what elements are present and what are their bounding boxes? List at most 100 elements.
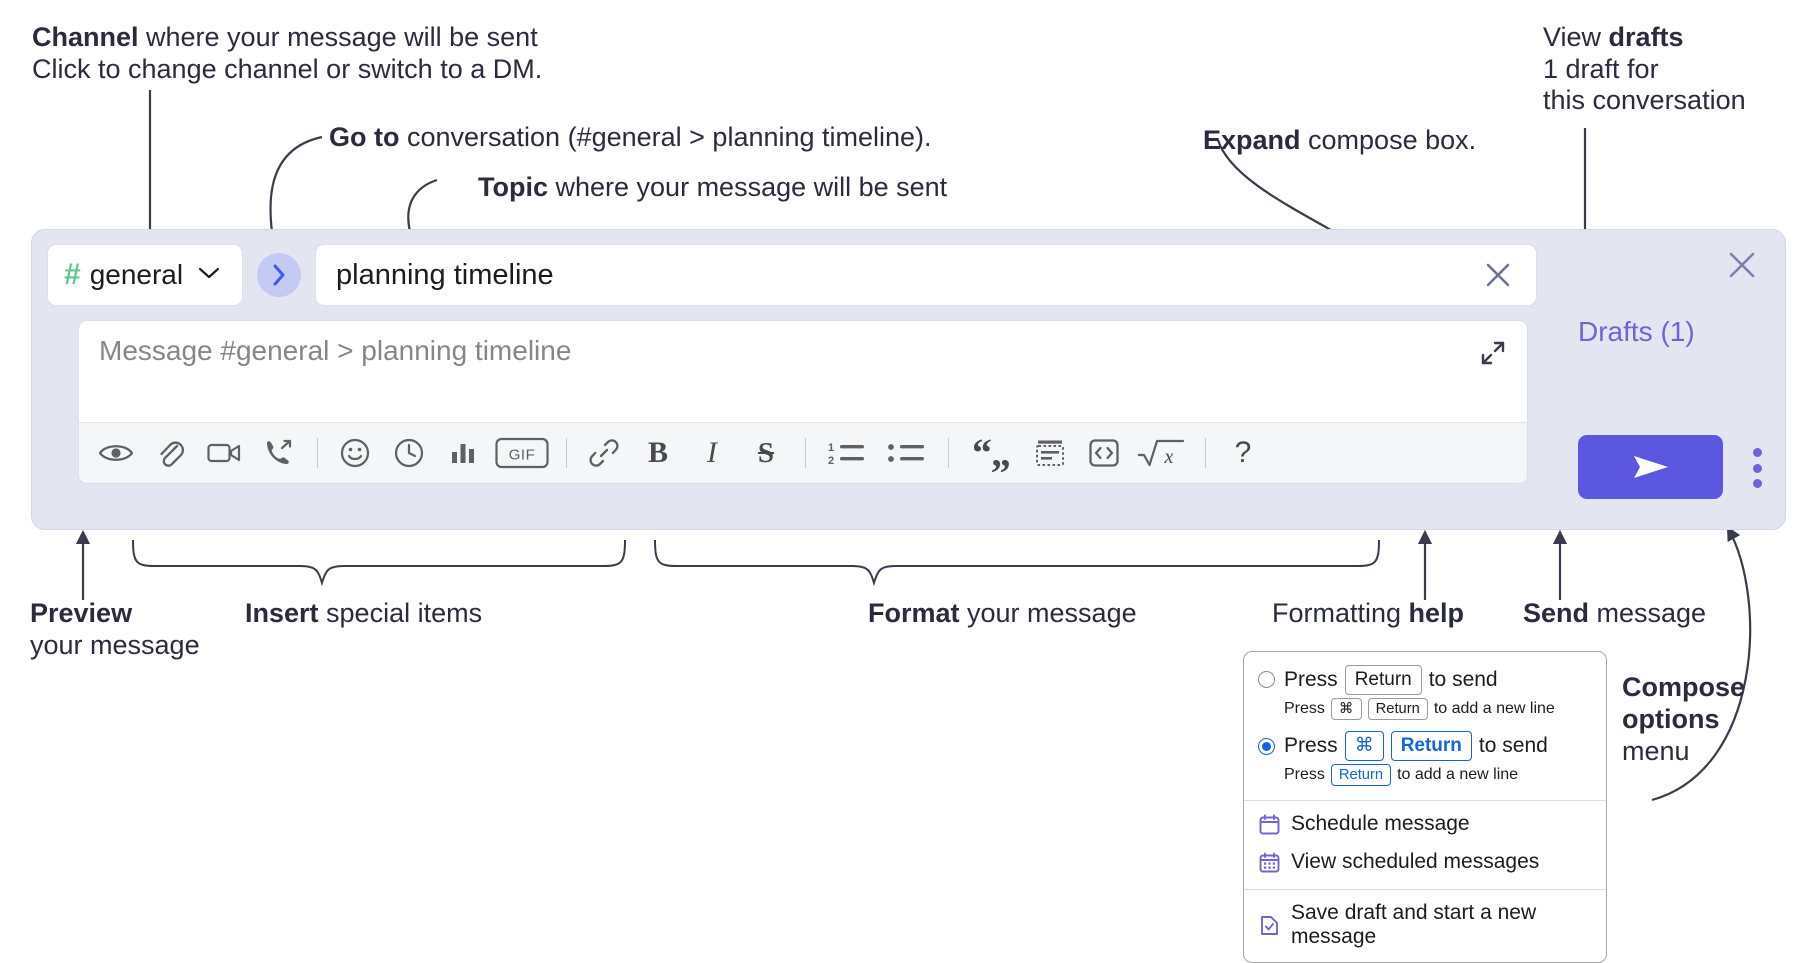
help-icon[interactable]: ? xyxy=(1220,431,1266,475)
opt1-key-cmd: ⌘ xyxy=(1344,731,1384,761)
strikethrough-icon[interactable]: S xyxy=(743,431,789,475)
code-icon[interactable] xyxy=(1081,431,1127,475)
italic-label: I xyxy=(707,436,717,469)
opt1-word3: to send xyxy=(1478,734,1548,758)
opt1-key-return: Return xyxy=(1390,731,1472,761)
annotation-expand-rest: compose box. xyxy=(1300,125,1477,155)
opt1-sub-word2: to add a new line xyxy=(1397,766,1519,784)
toolbar-separator xyxy=(317,438,318,468)
spoiler-icon[interactable] xyxy=(1027,431,1073,475)
svg-text:GIF: GIF xyxy=(509,447,536,464)
link-icon[interactable] xyxy=(581,431,627,475)
formatting-toolbar: GIF B I S xyxy=(79,422,1527,483)
annotation-insert: Insert special items xyxy=(245,598,482,630)
opt0-sub-word3: to add a new line xyxy=(1433,699,1555,717)
math-icon[interactable]: x xyxy=(1135,431,1189,475)
annotation-send-bold: Send xyxy=(1523,598,1590,628)
clock-icon[interactable] xyxy=(386,431,432,475)
channel-name: general xyxy=(89,259,184,290)
send-option-cmd-return-sub: Press Return to add a new line xyxy=(1244,761,1606,792)
opt1-word0: Press xyxy=(1284,734,1338,758)
video-icon[interactable] xyxy=(201,431,247,475)
send-option-return-sub: Press ⌘ Return to add a new line xyxy=(1244,695,1606,726)
annotation-channel: Channel where your message will be sent … xyxy=(32,22,542,85)
radio-icon[interactable] xyxy=(1258,671,1275,689)
annotation-insert-bold: Insert xyxy=(245,598,319,628)
menu-divider xyxy=(1244,889,1606,891)
save-draft-icon xyxy=(1258,914,1280,936)
annotation-channel-sub: Click to change channel or switch to a D… xyxy=(32,53,543,84)
annotation-send: Send message xyxy=(1523,598,1706,630)
annotation-format: Format your message xyxy=(868,598,1137,630)
editor-placeholder-wrap: Message #general > planning timeline xyxy=(99,335,571,367)
annotation-send-rest: message xyxy=(1589,598,1707,628)
help-label: ? xyxy=(1234,436,1252,469)
opt1-sub-word0: Press xyxy=(1284,766,1325,784)
menu-item-label: View scheduled messages xyxy=(1291,850,1540,874)
gif-icon[interactable]: GIF xyxy=(494,431,550,475)
menu-divider xyxy=(1244,800,1606,802)
compose-header-row: # general planning timeline xyxy=(47,244,1537,306)
toolbar-separator xyxy=(948,438,949,468)
opt0-sub-word0: Press xyxy=(1284,699,1325,717)
annotation-goto-bold: Go to xyxy=(329,122,400,152)
annotation-topic-rest: where your message will be sent xyxy=(548,172,948,202)
opt1-sub-key-return: Return xyxy=(1330,763,1392,787)
kebab-dot xyxy=(1752,463,1762,473)
radio-icon-selected[interactable] xyxy=(1258,737,1275,755)
call-icon[interactable] xyxy=(255,431,301,475)
quote-icon[interactable]: “„ xyxy=(972,430,1011,475)
preview-icon[interactable] xyxy=(93,431,139,475)
menu-item-save-draft[interactable]: Save draft and start a new message xyxy=(1244,894,1606,956)
send-option-return[interactable]: Press Return to send xyxy=(1244,660,1606,695)
annotation-drafts-lead: View xyxy=(1543,22,1609,52)
annotation-format-rest: your message xyxy=(959,598,1137,628)
annotation-drafts-sub1: 1 draft for xyxy=(1543,53,1659,84)
compose-right-rail: Drafts (1) xyxy=(1550,230,1785,529)
annotation-help-bold: help xyxy=(1408,598,1465,628)
compose-options-button[interactable] xyxy=(1746,448,1768,488)
annotation-topic: Topic where your message will be sent xyxy=(478,172,947,204)
opt0-word2: to send xyxy=(1428,667,1498,691)
channel-selector[interactable]: # general xyxy=(47,244,243,306)
send-option-cmd-return[interactable]: Press ⌘ Return to send xyxy=(1244,726,1606,761)
annotation-compose-options: Compose options menu xyxy=(1622,672,1745,768)
opt0-word0: Press xyxy=(1284,667,1338,691)
expand-icon[interactable] xyxy=(1473,333,1513,373)
annotation-expand: Expand compose box. xyxy=(1203,125,1476,157)
compose-widget: # general planning timeline Message #gen… xyxy=(31,229,1786,530)
annotation-expand-bold: Expand xyxy=(1203,125,1301,155)
calendar-icon xyxy=(1258,813,1280,835)
send-button[interactable] xyxy=(1578,435,1723,499)
poll-icon[interactable] xyxy=(440,431,486,475)
annotation-preview-line2: your message xyxy=(30,629,200,660)
close-icon[interactable] xyxy=(1723,246,1761,284)
topic-field[interactable]: planning timeline xyxy=(315,244,1537,306)
emoji-icon[interactable] xyxy=(332,431,378,475)
bulleted-list-icon[interactable] xyxy=(880,431,932,475)
annotation-drafts-bold: drafts xyxy=(1608,22,1684,52)
opt0-sub-key-return: Return xyxy=(1367,697,1428,721)
annotation-help: Formatting help xyxy=(1272,598,1464,630)
topic-value: planning timeline xyxy=(336,258,554,291)
close-icon[interactable] xyxy=(1480,257,1516,293)
menu-item-view-scheduled-messages[interactable]: View scheduled messages xyxy=(1244,843,1606,881)
go-to-conversation-button[interactable] xyxy=(257,253,301,297)
italic-icon[interactable]: I xyxy=(689,431,735,475)
annotation-preview-bold: Preview xyxy=(30,598,133,628)
menu-item-schedule-message[interactable]: Schedule message xyxy=(1244,805,1606,843)
annotation-goto-rest: conversation (#general > planning timeli… xyxy=(399,122,932,152)
bold-label: B xyxy=(647,436,668,469)
bold-icon[interactable]: B xyxy=(635,431,681,475)
chevron-down-icon xyxy=(198,266,220,285)
menu-item-label: Schedule message xyxy=(1291,812,1470,836)
annotation-compose-options-bold1: Compose xyxy=(1622,672,1746,702)
attachment-icon[interactable] xyxy=(147,431,193,475)
annotation-insert-rest: special items xyxy=(318,598,483,628)
drafts-link[interactable]: Drafts (1) xyxy=(1578,316,1695,347)
annotation-help-lead: Formatting xyxy=(1272,598,1409,628)
toolbar-separator xyxy=(805,438,806,468)
message-editor[interactable]: Message #general > planning timeline xyxy=(78,320,1528,484)
annotation-channel-bold: Channel xyxy=(32,22,139,52)
